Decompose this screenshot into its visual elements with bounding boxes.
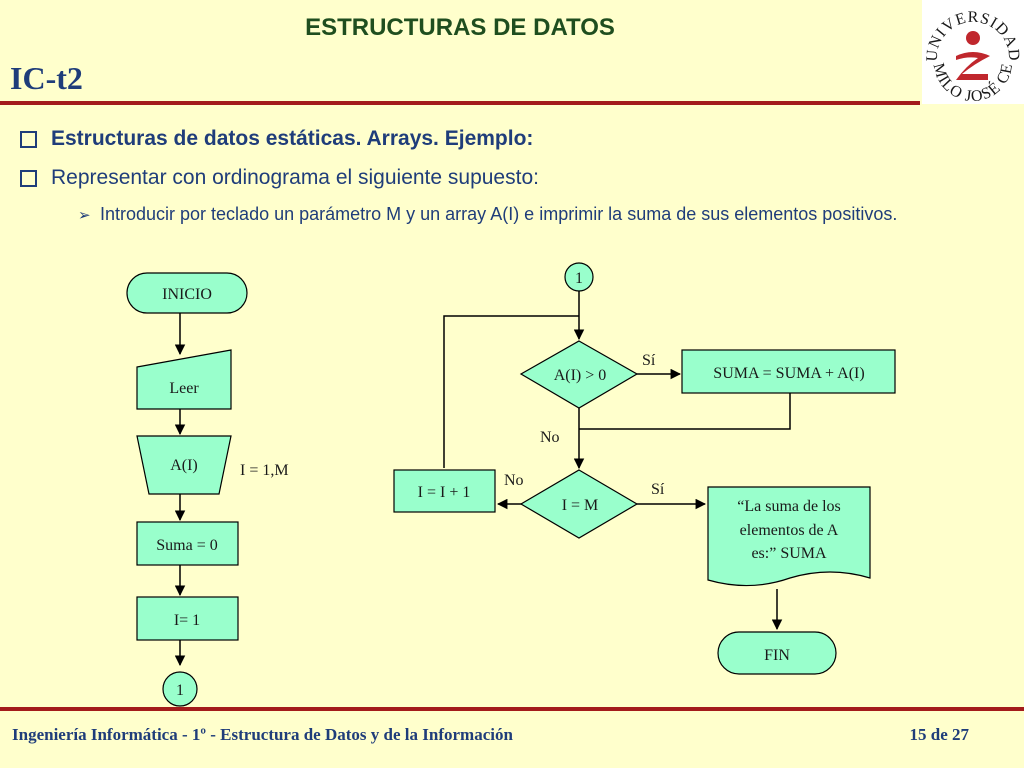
- output-document: [707, 486, 871, 587]
- suma-update-label: SUMA = SUMA + A(I): [713, 365, 864, 382]
- bottom-divider: [0, 707, 1024, 711]
- bullet-1: Estructuras de datos estáticas. Arrays. …: [20, 127, 533, 151]
- loop-label: A(I): [170, 457, 198, 474]
- i1-process: [136, 596, 239, 641]
- fin-terminal: [717, 631, 837, 675]
- connector-out: [162, 671, 198, 707]
- decision2-yes-label: Sí: [651, 481, 665, 498]
- footer-text: Ingeniería Informática - 1º - Estructura…: [12, 725, 513, 744]
- leer-input: [136, 349, 232, 410]
- checkbox-bullet-icon: [20, 131, 37, 148]
- connector-in-label: 1: [575, 270, 583, 287]
- edge-increment-loopback: [443, 315, 579, 468]
- increment-process: [393, 469, 496, 513]
- leer-label: Leer: [169, 380, 199, 397]
- decision2-diamond: [519, 469, 639, 539]
- suma-update-process: [681, 349, 896, 394]
- header-title: ESTRUCTURAS DE DATOS: [305, 14, 615, 41]
- bullet-2-text: Representar con ordinograma el siguiente…: [51, 166, 539, 189]
- decision2-label: I = M: [562, 497, 599, 514]
- suma0-process: [136, 521, 239, 566]
- inicio-terminal: [126, 272, 248, 314]
- sub-bullet: ➢ Introducir por teclado un parámetro M …: [78, 200, 908, 230]
- top-divider: [0, 101, 920, 105]
- output-line-1: “La suma de los: [737, 498, 841, 515]
- slide-code: IC-t2: [10, 60, 83, 96]
- bullet-2: Representar con ordinograma el siguiente…: [20, 166, 539, 190]
- output-line-2: elementos de A: [740, 522, 839, 539]
- output-line-3: es:” SUMA: [751, 545, 827, 562]
- connector-out-label: 1: [176, 682, 184, 699]
- inicio-label: INICIO: [162, 286, 212, 303]
- decision1-no-label: No: [540, 429, 560, 446]
- checkbox-bullet-icon: [20, 170, 37, 187]
- arrow-bullet-icon: ➢: [78, 207, 91, 224]
- fin-label: FIN: [764, 647, 790, 664]
- connector-in: [564, 262, 594, 292]
- sub-bullet-text: Introducir por teclado un parámetro M y …: [100, 204, 898, 224]
- bullet-1-text: Estructuras de datos estáticas. Arrays. …: [51, 127, 534, 150]
- decision1-label: A(I) > 0: [554, 367, 607, 384]
- decision1-yes-label: Sí: [642, 352, 656, 369]
- decision2-no-label: No: [504, 472, 524, 489]
- page-number: 15 de 27: [909, 725, 970, 744]
- edge-suma-merge: [579, 393, 791, 430]
- loop-range-label: I = 1,M: [240, 462, 289, 479]
- suma0-label: Suma = 0: [156, 537, 217, 554]
- university-logo: UNIVERSIDAD CAMILO JOSÉ CELA: [916, 0, 1024, 105]
- increment-label: I = I + 1: [418, 484, 471, 501]
- i1-label: I= 1: [174, 612, 200, 629]
- loop-shape: [136, 435, 232, 495]
- decision1-diamond: [519, 340, 639, 409]
